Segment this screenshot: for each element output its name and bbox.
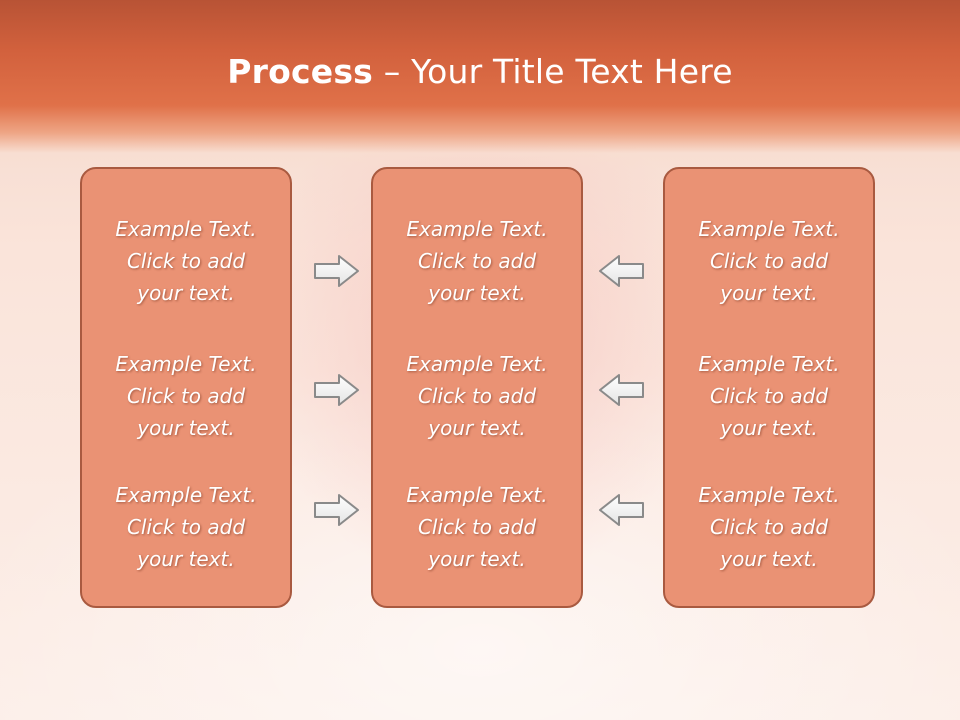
text-line: your text. [720, 416, 818, 440]
text-line: Click to add [126, 515, 246, 539]
text-line: Example Text. [115, 483, 257, 507]
arrow-right-icon[interactable] [313, 492, 361, 528]
text-line: Click to add [709, 515, 829, 539]
text-line: Example Text. [698, 352, 840, 376]
text-line: Click to add [417, 249, 537, 273]
text-line: Click to add [709, 249, 829, 273]
arrow-left-icon[interactable] [597, 253, 645, 289]
arrow-left-icon[interactable] [597, 492, 645, 528]
text-line: Example Text. [698, 483, 840, 507]
text-line: Click to add [709, 384, 829, 408]
process-box-right[interactable]: Example Text. Click to add your text. Ex… [663, 167, 875, 608]
text-block[interactable]: Example Text. Click to add your text. [373, 348, 581, 444]
arrow-left-icon[interactable] [597, 372, 645, 408]
text-line: Click to add [126, 384, 246, 408]
text-line: your text. [428, 547, 526, 571]
process-box-left[interactable]: Example Text. Click to add your text. Ex… [80, 167, 292, 608]
text-block[interactable]: Example Text. Click to add your text. [82, 213, 290, 309]
text-line: Click to add [126, 249, 246, 273]
text-line: Example Text. [115, 352, 257, 376]
text-line: Example Text. [698, 217, 840, 241]
text-line: Click to add [417, 384, 537, 408]
text-block[interactable]: Example Text. Click to add your text. [665, 479, 873, 575]
slide-title-rest: – Your Title Text Here [373, 52, 733, 91]
text-block[interactable]: Example Text. Click to add your text. [373, 213, 581, 309]
title-bar [0, 0, 960, 170]
text-line: your text. [720, 281, 818, 305]
slide-title-bold: Process [227, 52, 374, 91]
text-line: Example Text. [115, 217, 257, 241]
text-block[interactable]: Example Text. Click to add your text. [665, 348, 873, 444]
text-line: your text. [428, 416, 526, 440]
text-line: Example Text. [406, 217, 548, 241]
text-line: your text. [137, 281, 235, 305]
text-block[interactable]: Example Text. Click to add your text. [373, 479, 581, 575]
process-box-middle[interactable]: Example Text. Click to add your text. Ex… [371, 167, 583, 608]
text-block[interactable]: Example Text. Click to add your text. [82, 348, 290, 444]
text-line: your text. [137, 416, 235, 440]
text-line: your text. [428, 281, 526, 305]
text-line: Example Text. [406, 483, 548, 507]
text-block[interactable]: Example Text. Click to add your text. [82, 479, 290, 575]
text-line: your text. [137, 547, 235, 571]
text-block[interactable]: Example Text. Click to add your text. [665, 213, 873, 309]
text-line: Example Text. [406, 352, 548, 376]
slide-title[interactable]: Process – Your Title Text Here [0, 52, 960, 91]
arrow-right-icon[interactable] [313, 253, 361, 289]
text-line: your text. [720, 547, 818, 571]
arrow-right-icon[interactable] [313, 372, 361, 408]
text-line: Click to add [417, 515, 537, 539]
